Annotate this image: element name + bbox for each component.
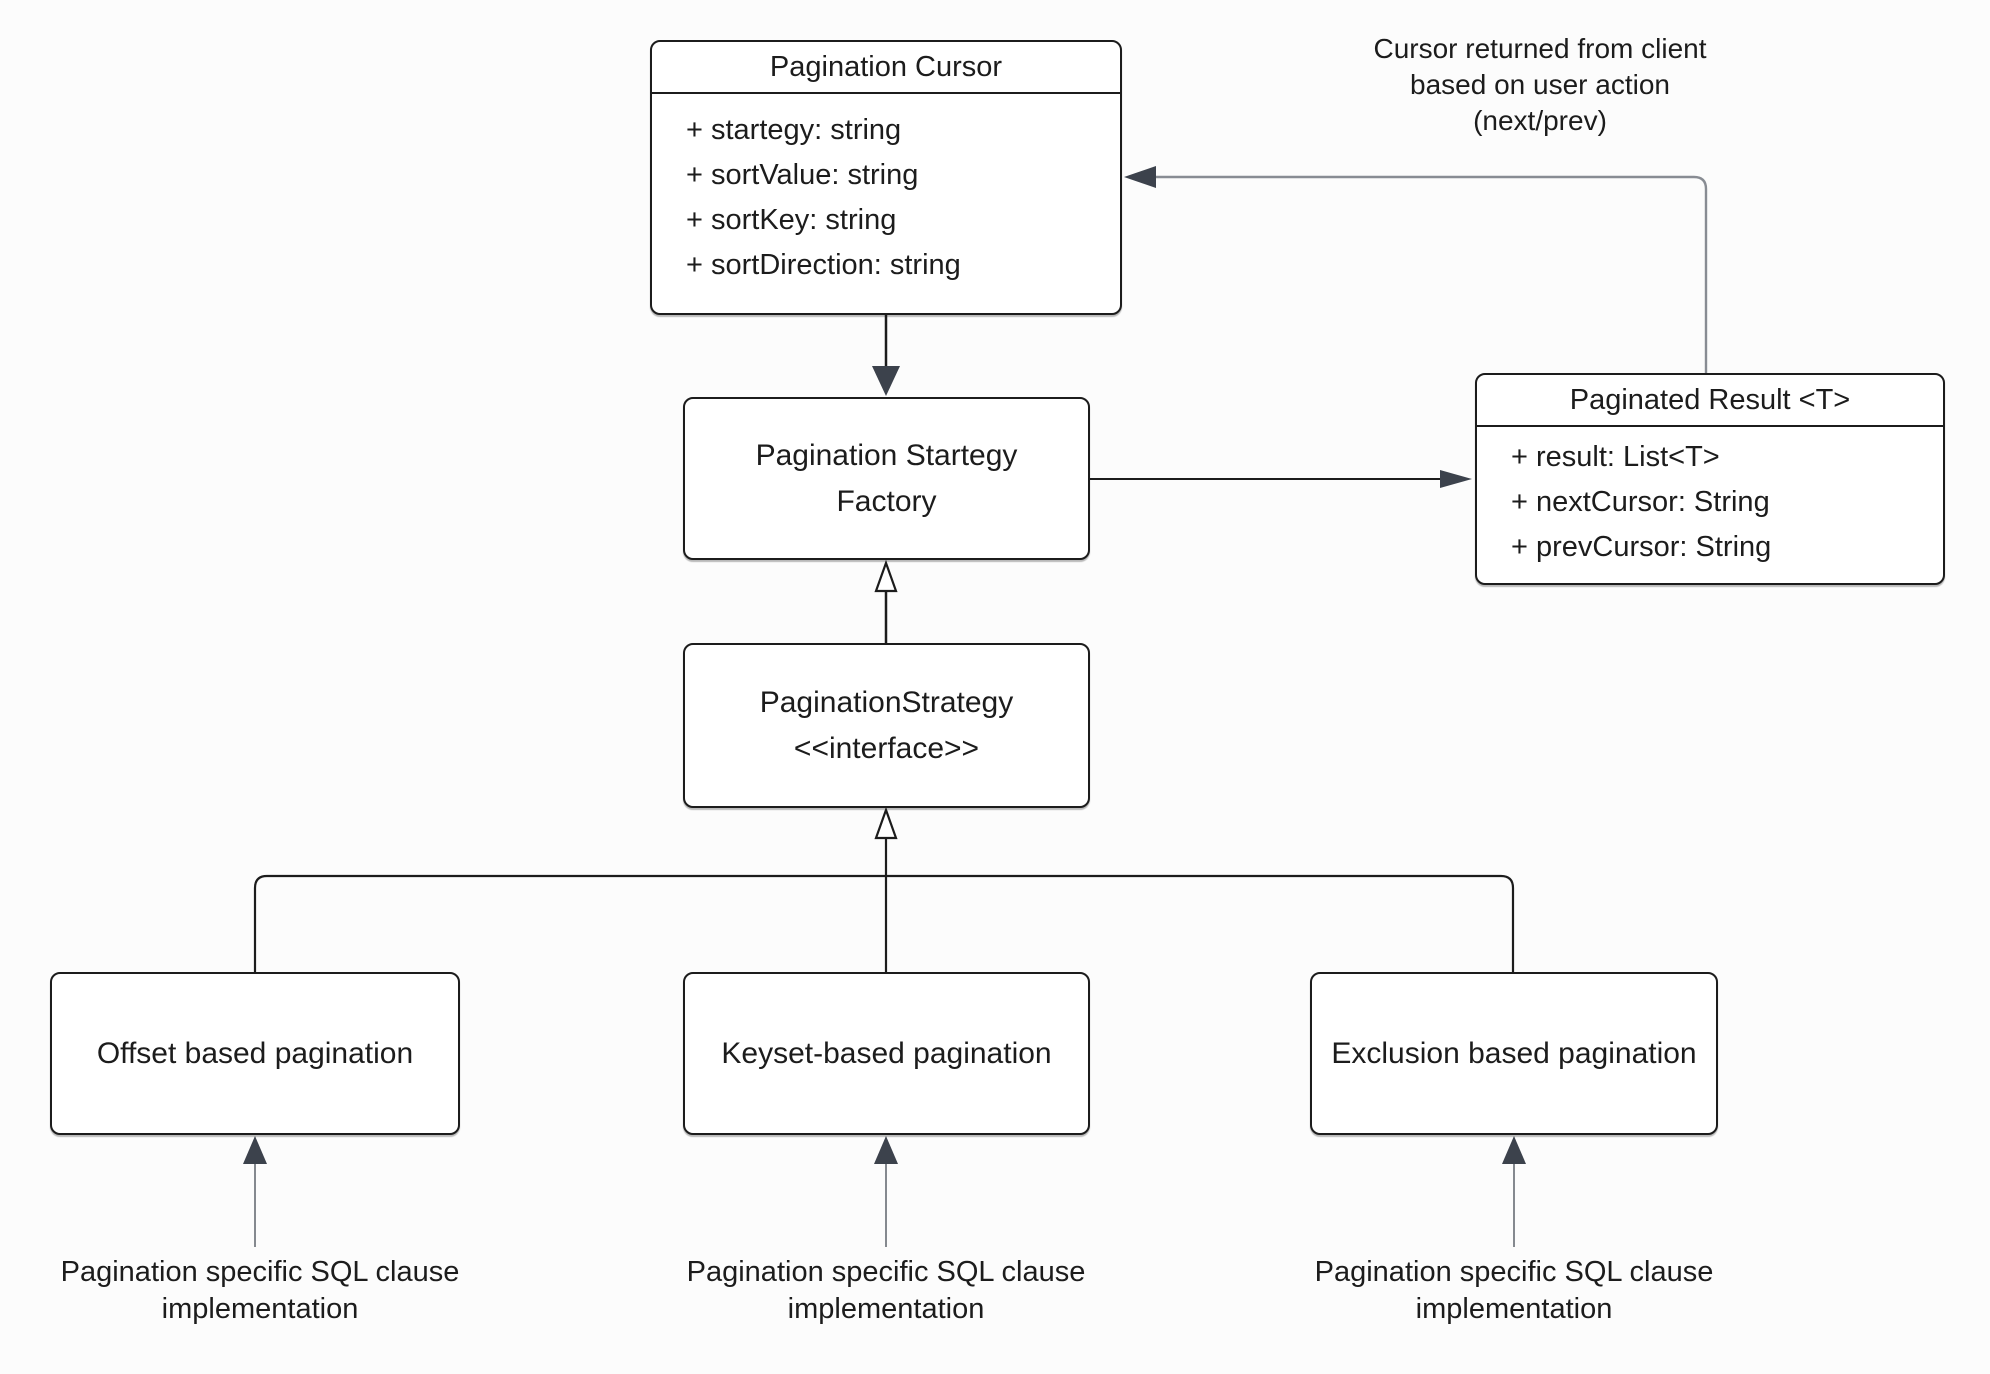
note-sql-keyset-line2: implementation <box>787 1293 985 1325</box>
class-pagination-cursor: Pagination Cursor + startegy: string + s… <box>650 40 1122 315</box>
note-cursor-returned: Cursor returned from client based on use… <box>1330 31 1750 139</box>
field-nextcursor: + nextCursor: String <box>1511 486 1770 518</box>
keyset-label: Keyset-based pagination <box>721 1036 1052 1070</box>
node-exclusion-based-pagination: Exclusion based pagination <box>1310 972 1718 1135</box>
interface-label-line2: <<interface>> <box>793 731 980 765</box>
arrow-sqlnote-to-offset <box>243 1136 267 1247</box>
field-sortdirection: + sortDirection: string <box>686 249 961 281</box>
field-sortkey: + sortKey: string <box>686 204 897 236</box>
interface-label-line1: PaginationStrategy <box>759 685 1014 719</box>
factory-label-line1: Pagination Startegy <box>755 438 1018 472</box>
node-offset-based-pagination: Offset based pagination <box>50 972 460 1135</box>
arrow-factory-to-result <box>1090 470 1472 488</box>
arrow-result-to-cursor <box>1124 166 1708 373</box>
note-sql-offset-line1: Pagination specific SQL clause <box>60 1256 460 1288</box>
class-paginated-result-title: Paginated Result <T> <box>1477 375 1943 427</box>
arrow-strategy-to-factory <box>874 559 898 643</box>
factory-label-line2: Factory <box>836 484 937 518</box>
arrow-implementations-to-strategy <box>253 806 1515 972</box>
note-cursor-line3: (next/prev) <box>1473 105 1607 136</box>
field-result: + result: List<T> <box>1511 441 1720 473</box>
exclusion-label: Exclusion based pagination <box>1331 1036 1697 1070</box>
note-sql-offset-line2: implementation <box>161 1293 359 1325</box>
arrow-cursor-to-factory <box>872 315 900 396</box>
arrow-sqlnote-to-keyset <box>874 1136 898 1247</box>
node-pagination-strategy-interface: PaginationStrategy <<interface>> <box>683 643 1090 808</box>
node-keyset-based-pagination: Keyset-based pagination <box>683 972 1090 1135</box>
note-sql-keyset-line1: Pagination specific SQL clause <box>686 1256 1086 1288</box>
note-sql-exclusion: Pagination specific SQL clause implement… <box>1254 1254 1774 1328</box>
note-sql-exclusion-line1: Pagination specific SQL clause <box>1314 1256 1714 1288</box>
field-startegy: + startegy: string <box>686 114 902 146</box>
class-pagination-cursor-title: Pagination Cursor <box>652 42 1120 94</box>
note-cursor-line1: Cursor returned from client <box>1373 33 1707 64</box>
note-cursor-line2: based on user action <box>1410 69 1670 100</box>
field-prevcursor: + prevCursor: String <box>1511 531 1772 563</box>
note-sql-offset: Pagination specific SQL clause implement… <box>0 1254 520 1328</box>
offset-label: Offset based pagination <box>96 1036 414 1070</box>
note-sql-exclusion-line2: implementation <box>1415 1293 1613 1325</box>
class-paginated-result: Paginated Result <T> + result: List<T> +… <box>1475 373 1945 585</box>
note-sql-keyset: Pagination specific SQL clause implement… <box>626 1254 1146 1328</box>
arrow-sqlnote-to-exclusion <box>1502 1136 1526 1247</box>
field-sortvalue: + sortValue: string <box>686 159 919 191</box>
node-pagination-strategy-factory: Pagination Startegy Factory <box>683 397 1090 560</box>
